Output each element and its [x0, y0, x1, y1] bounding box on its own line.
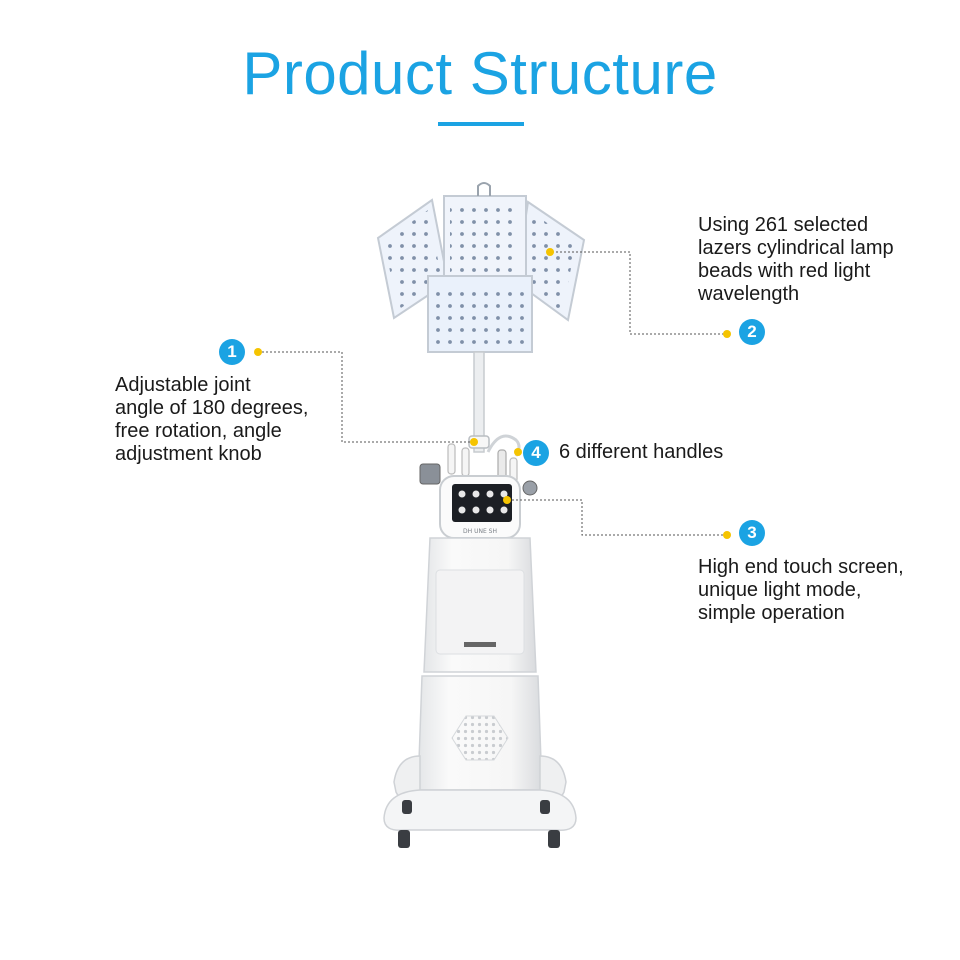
callout-badge-2: 2: [739, 319, 765, 345]
callout-dot-3: [723, 531, 731, 539]
callout-text-2: Using 261 selected lazers cylindrical la…: [698, 214, 894, 306]
callout-1-line: Adjustable joint: [115, 374, 251, 396]
panel-dot: [546, 248, 554, 256]
callout-badge-3: 3: [739, 520, 765, 546]
base-with-casters: [383, 755, 577, 848]
callout-3-line: High end touch screen,: [698, 556, 904, 578]
callout-4-line: 6 different handles: [559, 441, 724, 463]
leader-lines: [262, 251, 724, 536]
led-panel-bottom: [427, 275, 533, 353]
cabinet-body: [417, 537, 543, 791]
callout-text-3: High end touch screen, unique light mode…: [698, 556, 904, 625]
callout-dot-2: [723, 330, 731, 338]
callout-3-line: unique light mode,: [698, 579, 862, 601]
page-title: Product Structure: [242, 40, 718, 107]
callout-text-4: 6 different handles: [559, 441, 723, 464]
callout-1-line: adjustment knob: [115, 443, 262, 465]
callout-badge-1: 1: [219, 339, 245, 365]
leader-line-1: [262, 351, 474, 443]
leader-line-3: [508, 499, 724, 536]
callout-2-line: wavelength: [698, 283, 800, 305]
callout-2-line: beads with red light: [698, 260, 871, 282]
led-panel-top: [443, 182, 527, 281]
callout-text-1: Adjustable joint angle of 180 degrees, f…: [115, 374, 309, 466]
handle-dot: [514, 448, 522, 456]
callout-2-line: lazers cylindrical lamp: [698, 237, 894, 259]
console-head: DH UNE SH: [439, 475, 521, 539]
callout-1-line: angle of 180 degrees,: [115, 397, 309, 419]
callout-1-line: free rotation, angle: [115, 420, 282, 442]
support-arm: [468, 351, 490, 453]
screen-brand-label: DH UNE SH: [463, 528, 497, 535]
screen-dot: [503, 496, 511, 504]
joint-dot: [470, 438, 478, 446]
callout-dot-1: [254, 348, 262, 356]
title-underline: [438, 122, 524, 126]
callout-badge-4: 4: [523, 440, 549, 466]
callout-2-line: Using 261 selected: [698, 214, 869, 236]
callout-3-line: simple operation: [698, 602, 845, 624]
